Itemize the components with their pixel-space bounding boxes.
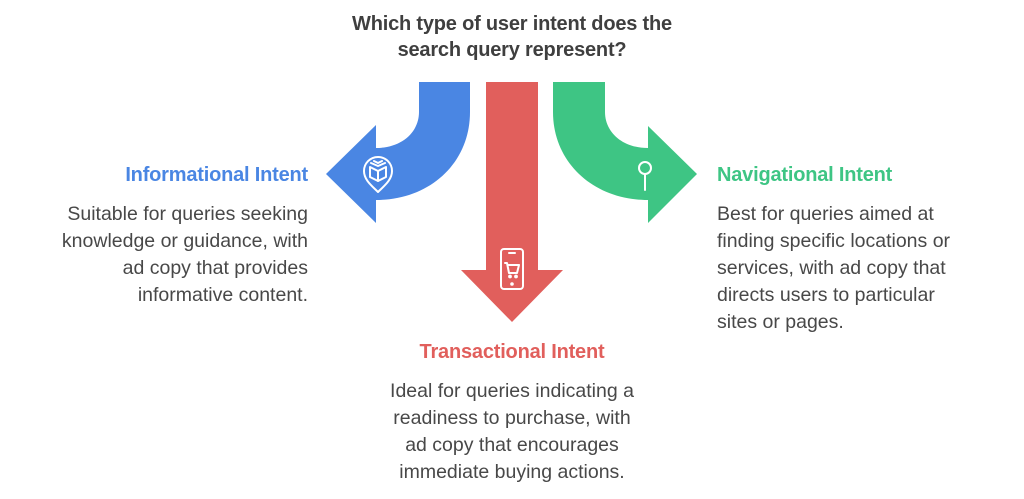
desc-line: readiness to purchase, with: [393, 407, 631, 429]
desc-line: Best for queries aimed at: [717, 203, 934, 225]
desc-line: immediate buying actions.: [399, 461, 625, 483]
question-line-1: Which type of user intent does the: [352, 13, 672, 35]
desc-line: services, with ad copy that: [717, 257, 946, 279]
desc-line: Ideal for queries indicating a: [390, 380, 634, 402]
mobile-cart-icon: [500, 248, 524, 290]
informational-title: Informational Intent: [125, 164, 308, 186]
desc-line: directs users to particular: [717, 284, 935, 306]
transactional-option: Transactional Intent Ideal for queries i…: [352, 340, 672, 486]
transactional-description: Ideal for queries indicating a readiness…: [352, 378, 672, 486]
navigational-option: Navigational Intent Best for queries aim…: [717, 163, 1017, 336]
desc-line: ad copy that provides: [122, 257, 308, 279]
navigational-title: Navigational Intent: [717, 164, 893, 186]
informational-option: Informational Intent Suitable for querie…: [0, 163, 308, 309]
desc-line: knowledge or guidance, with: [61, 230, 308, 252]
transactional-arrow: [461, 82, 563, 322]
decision-question: Which type of user intent does the searc…: [312, 11, 712, 63]
transactional-title: Transactional Intent: [419, 341, 605, 363]
navigational-description: Best for queries aimed at finding specif…: [717, 201, 1017, 336]
informational-description: Suitable for queries seeking knowledge o…: [0, 201, 308, 309]
book-pin-icon: [363, 156, 393, 193]
question-line-2: search query represent?: [397, 39, 627, 61]
desc-line: Suitable for queries seeking: [67, 203, 308, 225]
informational-arrow: [326, 82, 470, 223]
desc-line: sites or pages.: [717, 311, 844, 333]
desc-line: finding specific locations or: [717, 230, 951, 252]
desc-line: informative content.: [137, 284, 308, 306]
desc-line: ad copy that encourages: [405, 434, 619, 456]
navigational-arrow: [553, 82, 697, 223]
map-pin-icon: [638, 161, 652, 191]
